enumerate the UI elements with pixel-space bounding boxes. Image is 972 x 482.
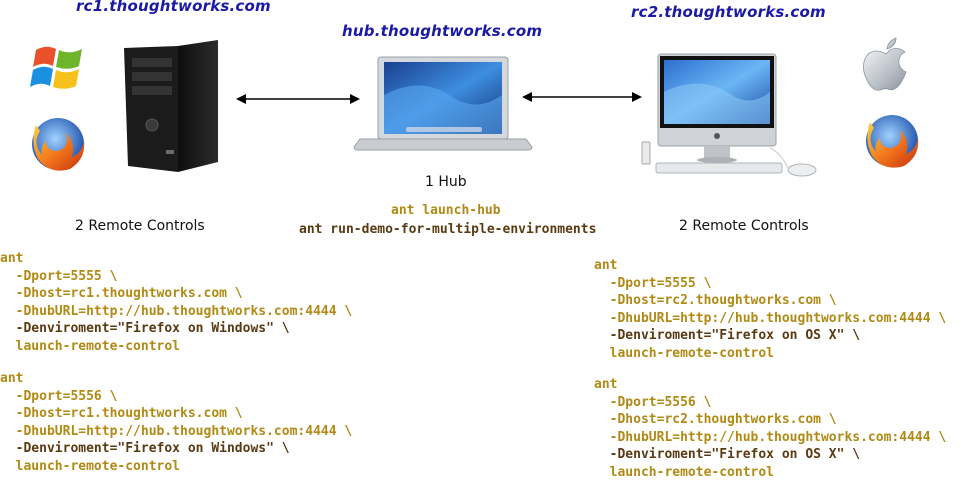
- ant-line: ant: [0, 251, 24, 266]
- rc1-hostname: rc1.thoughtworks.com: [76, 0, 271, 15]
- hub-rc2-arrow: [522, 92, 642, 102]
- hub-url-line: -DhubURL=http://hub.thoughtworks.com:444…: [0, 303, 353, 319]
- ant-line: ant: [594, 258, 618, 273]
- imac-icon: [641, 53, 817, 177]
- rc2-hostname: rc2.thoughtworks.com: [631, 3, 826, 21]
- host-line: -Dhost=rc2.thoughtworks.com \: [594, 412, 837, 428]
- host-line: -Dhost=rc1.thoughtworks.com \: [0, 406, 243, 422]
- port-line: -Dport=5555 \: [594, 275, 712, 291]
- firefox-icon: [32, 118, 85, 171]
- right-command-block-1: ant -Dport=5555 \ -Dhost=rc2.thoughtwork…: [594, 257, 946, 363]
- hub-count-caption: 1 Hub: [425, 174, 467, 190]
- apple-logo-icon: [863, 37, 907, 91]
- laptop-icon: [353, 56, 533, 151]
- windows-logo-icon: [30, 46, 82, 89]
- port-line: -Dport=5556 \: [0, 388, 118, 404]
- environment-line: -Denviroment="Firefox on Windows" \: [0, 441, 290, 457]
- left-command-block-2: ant -Dport=5556 \ -Dhost=rc1.thoughtwork…: [0, 370, 352, 476]
- firefox-icon: [866, 115, 919, 168]
- hub-url-line: -DhubURL=http://hub.thoughtworks.com:444…: [594, 310, 947, 326]
- right-command-block-2: ant -Dport=5556 \ -Dhost=rc2.thoughtwork…: [594, 376, 946, 482]
- host-line: -Dhost=rc2.thoughtworks.com \: [594, 293, 837, 309]
- run-demo-command: ant run-demo-for-multiple-environments: [299, 222, 597, 237]
- environment-line: -Denviroment="Firefox on OS X" \: [594, 328, 861, 344]
- launch-line: launch-remote-control: [594, 345, 775, 361]
- host-line: -Dhost=rc1.thoughtworks.com \: [0, 286, 243, 302]
- right-remote-controls-caption: 2 Remote Controls: [679, 218, 809, 234]
- launch-line: launch-remote-control: [594, 464, 775, 480]
- hub-url-line: -DhubURL=http://hub.thoughtworks.com:444…: [594, 429, 947, 445]
- left-command-block-1: ant -Dport=5555 \ -Dhost=rc1.thoughtwork…: [0, 250, 352, 356]
- launch-line: launch-remote-control: [0, 338, 181, 354]
- port-line: -Dport=5555 \: [0, 268, 118, 284]
- hub-url-line: -DhubURL=http://hub.thoughtworks.com:444…: [0, 423, 353, 439]
- rc1-hub-arrow: [236, 94, 360, 104]
- left-remote-controls-caption: 2 Remote Controls: [75, 218, 205, 234]
- launch-hub-command: ant launch-hub: [391, 203, 501, 218]
- environment-line: -Denviroment="Firefox on OS X" \: [594, 447, 861, 463]
- hub-hostname: hub.thoughtworks.com: [342, 22, 543, 40]
- launch-line: launch-remote-control: [0, 458, 181, 474]
- ant-line: ant: [594, 377, 618, 392]
- environment-line: -Denviroment="Firefox on Windows" \: [0, 321, 290, 337]
- tower-server-icon: [124, 40, 218, 172]
- ant-line: ant: [0, 371, 24, 386]
- port-line: -Dport=5556 \: [594, 394, 712, 410]
